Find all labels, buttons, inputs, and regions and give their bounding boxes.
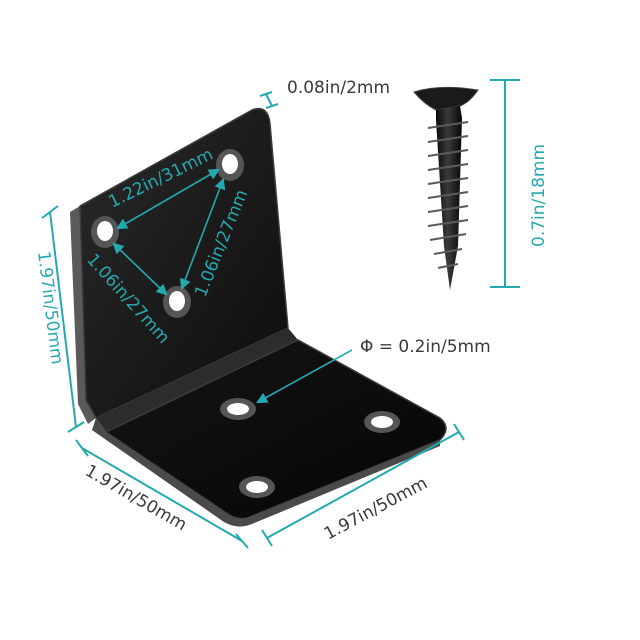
- hole-diameter-label: Φ = 0.2in/5mm: [360, 337, 491, 357]
- vertical-hole-top: [216, 149, 244, 181]
- vertical-height-dimension: [41, 205, 85, 433]
- screw-head: [413, 86, 479, 111]
- bracket-bend: [96, 328, 298, 432]
- base-right-dimension: [261, 423, 465, 547]
- screw-threads: [427, 121, 469, 269]
- thickness-dimension: [259, 91, 279, 109]
- bracket-base-edge: [92, 418, 440, 527]
- l-bracket-icon: [70, 107, 447, 527]
- screw-length-dimension: [490, 79, 520, 288]
- base-hole-center: [220, 398, 256, 420]
- base-hole-front: [239, 476, 275, 498]
- hole-triangle-dimensions: [112, 168, 226, 296]
- screw-icon: [413, 86, 479, 290]
- thickness-label: 0.08in/2mm: [287, 78, 390, 98]
- screw-shank: [436, 106, 462, 290]
- vertical-hole-left: [91, 216, 119, 248]
- base-left-dimension: [75, 439, 249, 549]
- vertical-hole-bottom: [163, 286, 191, 318]
- hole-diameter-dimension: [256, 349, 353, 404]
- base-hole-right: [364, 411, 400, 433]
- screw-length-label: 0.7in/18mm: [529, 144, 549, 247]
